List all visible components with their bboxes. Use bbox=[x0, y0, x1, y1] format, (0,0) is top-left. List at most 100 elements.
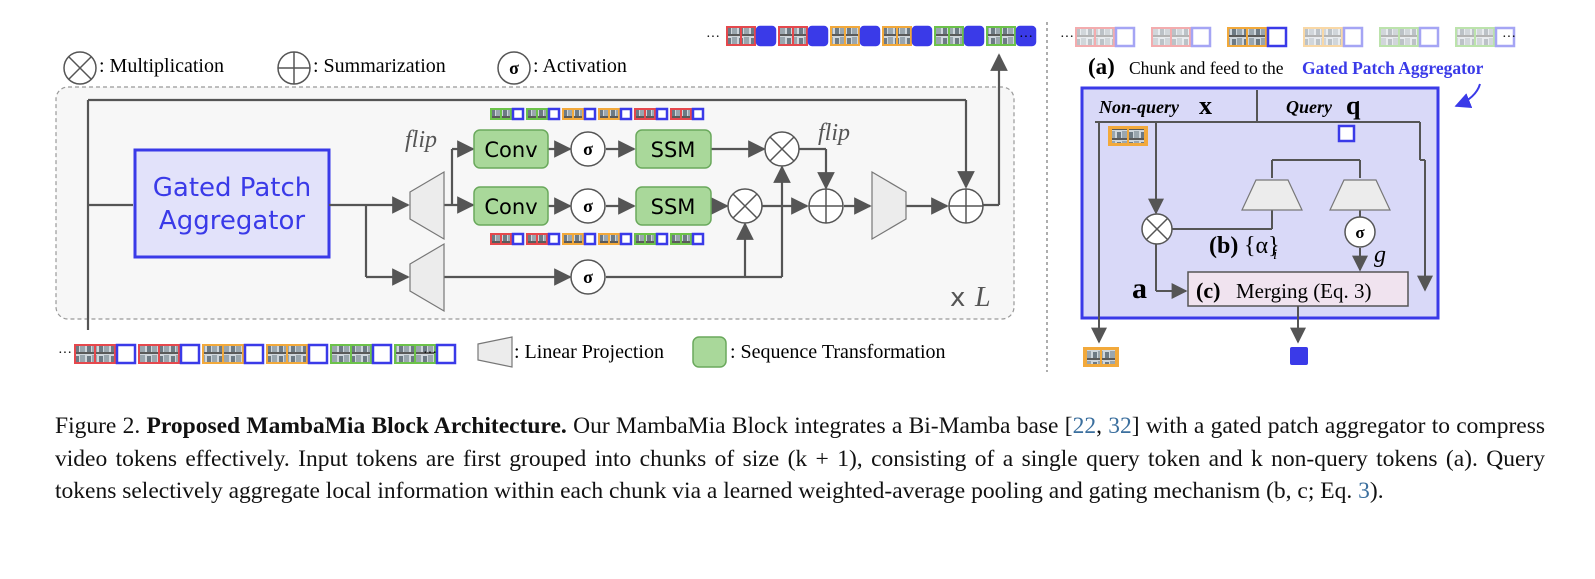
token-chunk bbox=[562, 107, 597, 121]
ssm-label-bottom: SSM bbox=[651, 195, 696, 219]
linear-projection-icon bbox=[477, 336, 513, 368]
multiplication-icon bbox=[63, 51, 97, 85]
summarization-icon bbox=[277, 51, 311, 85]
chunked-token-sequence bbox=[1075, 26, 1516, 48]
connection-lines bbox=[329, 140, 949, 286]
mambamia-block: Gated Patch Aggregator bbox=[55, 53, 1015, 330]
token-chunk bbox=[726, 25, 777, 47]
gpa-label-line1: Gated Patch bbox=[153, 173, 311, 203]
sum-node-inner bbox=[808, 188, 844, 224]
label-a-highlight: Gated Patch Aggregator bbox=[1302, 58, 1484, 78]
query-token bbox=[1337, 124, 1356, 143]
svg-text:···: ··· bbox=[423, 346, 437, 361]
sum-node-residual bbox=[948, 188, 984, 224]
architecture-figure: : Multiplication : Summarization σ : Act… bbox=[55, 22, 1516, 372]
output-query-token bbox=[1290, 347, 1308, 365]
output-nonquery-token bbox=[1083, 347, 1119, 367]
legend-sequence-transformation: : Sequence Transformation bbox=[730, 341, 946, 363]
svg-text:···: ··· bbox=[1019, 30, 1033, 45]
gpa-label-line2: Aggregator bbox=[159, 206, 305, 236]
token-chunk bbox=[1227, 26, 1288, 48]
label-g: g bbox=[1374, 242, 1386, 268]
multiply-node-bottom bbox=[727, 188, 763, 224]
legend-multiplication: : Multiplication bbox=[99, 55, 224, 77]
gpa-detail-lines bbox=[1091, 121, 1433, 344]
residual-path bbox=[86, 53, 1008, 330]
nonquery-var: x bbox=[1199, 91, 1212, 120]
caption-text-1: Our MambaMia Block integrates a Bi-Mamba… bbox=[573, 413, 1073, 439]
svg-text:···: ··· bbox=[58, 346, 72, 361]
label-b: (b) bbox=[1209, 233, 1238, 259]
token-chunk bbox=[526, 232, 561, 246]
token-chunk bbox=[934, 25, 985, 47]
token-chunk bbox=[598, 107, 633, 121]
token-chunk bbox=[490, 232, 525, 246]
label-a-var: a bbox=[1132, 272, 1147, 305]
svg-text:···: ··· bbox=[706, 30, 720, 45]
activation-node-top: σ bbox=[570, 131, 606, 167]
citation-22[interactable]: 22 bbox=[1072, 413, 1097, 439]
citation-32[interactable]: 32 bbox=[1108, 413, 1132, 439]
caption-text-3: ). bbox=[1369, 478, 1384, 504]
svg-text:···: ··· bbox=[1502, 30, 1516, 45]
pointer-arrow bbox=[1454, 83, 1481, 109]
legend-sigma: σ bbox=[509, 58, 519, 78]
projection-alpha bbox=[1241, 179, 1303, 211]
token-chunk bbox=[202, 343, 265, 365]
token-chunk bbox=[1379, 26, 1440, 48]
activation-node-middle: σ bbox=[570, 188, 606, 224]
caption-title: Proposed MambaMia Block Architecture. bbox=[146, 413, 567, 439]
merging-box bbox=[1187, 271, 1409, 307]
token-chunk bbox=[330, 343, 393, 365]
svg-text:···: ··· bbox=[1060, 30, 1074, 45]
token-chunk bbox=[778, 25, 829, 47]
token-chunk bbox=[882, 25, 933, 47]
activation-node-gate: σ bbox=[570, 259, 606, 295]
token-chunk bbox=[830, 25, 881, 47]
output-token-sequence: ··· ··· bbox=[706, 25, 1037, 47]
gated-patch-aggregator-box bbox=[133, 148, 331, 259]
token-chunk bbox=[986, 25, 1037, 47]
merging-label: Merging (Eq. 3) bbox=[1236, 279, 1372, 303]
token-chunk bbox=[490, 107, 525, 121]
conv-label-top: Conv bbox=[484, 138, 537, 162]
ssm-box-top bbox=[635, 129, 712, 169]
token-chunk bbox=[670, 107, 705, 121]
label-c: (c) bbox=[1196, 278, 1220, 303]
flip-label-right: flip bbox=[818, 120, 850, 146]
sequence-transformation-icon bbox=[692, 336, 727, 368]
token-chunk bbox=[138, 343, 201, 365]
nonquery-label: Non-query bbox=[1098, 97, 1180, 117]
token-chunk bbox=[634, 232, 669, 246]
query-label: Query bbox=[1286, 97, 1333, 117]
multiply-node-gpa bbox=[1141, 213, 1173, 245]
ssm-box-bottom bbox=[635, 186, 712, 226]
legend-linear-projection: : Linear Projection bbox=[514, 341, 664, 363]
projection-out bbox=[871, 170, 907, 241]
token-chunk bbox=[394, 343, 457, 365]
figure-caption: Figure 2. Proposed MambaMia Block Archit… bbox=[55, 413, 1546, 504]
token-strip-original bbox=[490, 232, 705, 246]
legend-activation: : Activation bbox=[533, 55, 627, 77]
label-b-subscript: i bbox=[1273, 247, 1277, 263]
token-chunk bbox=[598, 232, 633, 246]
label-a-text: Chunk and feed to the bbox=[1129, 58, 1284, 78]
legend: : Multiplication : Summarization σ : Act… bbox=[63, 51, 946, 368]
equation-ref-3[interactable]: 3 bbox=[1358, 478, 1370, 504]
conv-label-bottom: Conv bbox=[484, 195, 537, 219]
label-b-alpha: {α} bbox=[1244, 233, 1280, 259]
activation-icon: σ bbox=[497, 51, 531, 85]
token-chunk bbox=[1075, 26, 1136, 48]
projection-in-bottom bbox=[409, 242, 445, 313]
token-strip-flipped bbox=[490, 107, 705, 121]
token-chunk bbox=[526, 107, 561, 121]
svg-text:σ: σ bbox=[583, 139, 593, 159]
projection-in-top bbox=[409, 170, 445, 241]
token-chunk bbox=[1455, 26, 1516, 48]
token-chunk bbox=[266, 343, 329, 365]
svg-text:σ: σ bbox=[1355, 223, 1365, 242]
ssm-label-top: SSM bbox=[651, 138, 696, 162]
input-token-sequence: ··· ··· bbox=[58, 343, 457, 365]
repeat-L: L bbox=[974, 282, 991, 313]
token-chunk bbox=[1303, 26, 1364, 48]
